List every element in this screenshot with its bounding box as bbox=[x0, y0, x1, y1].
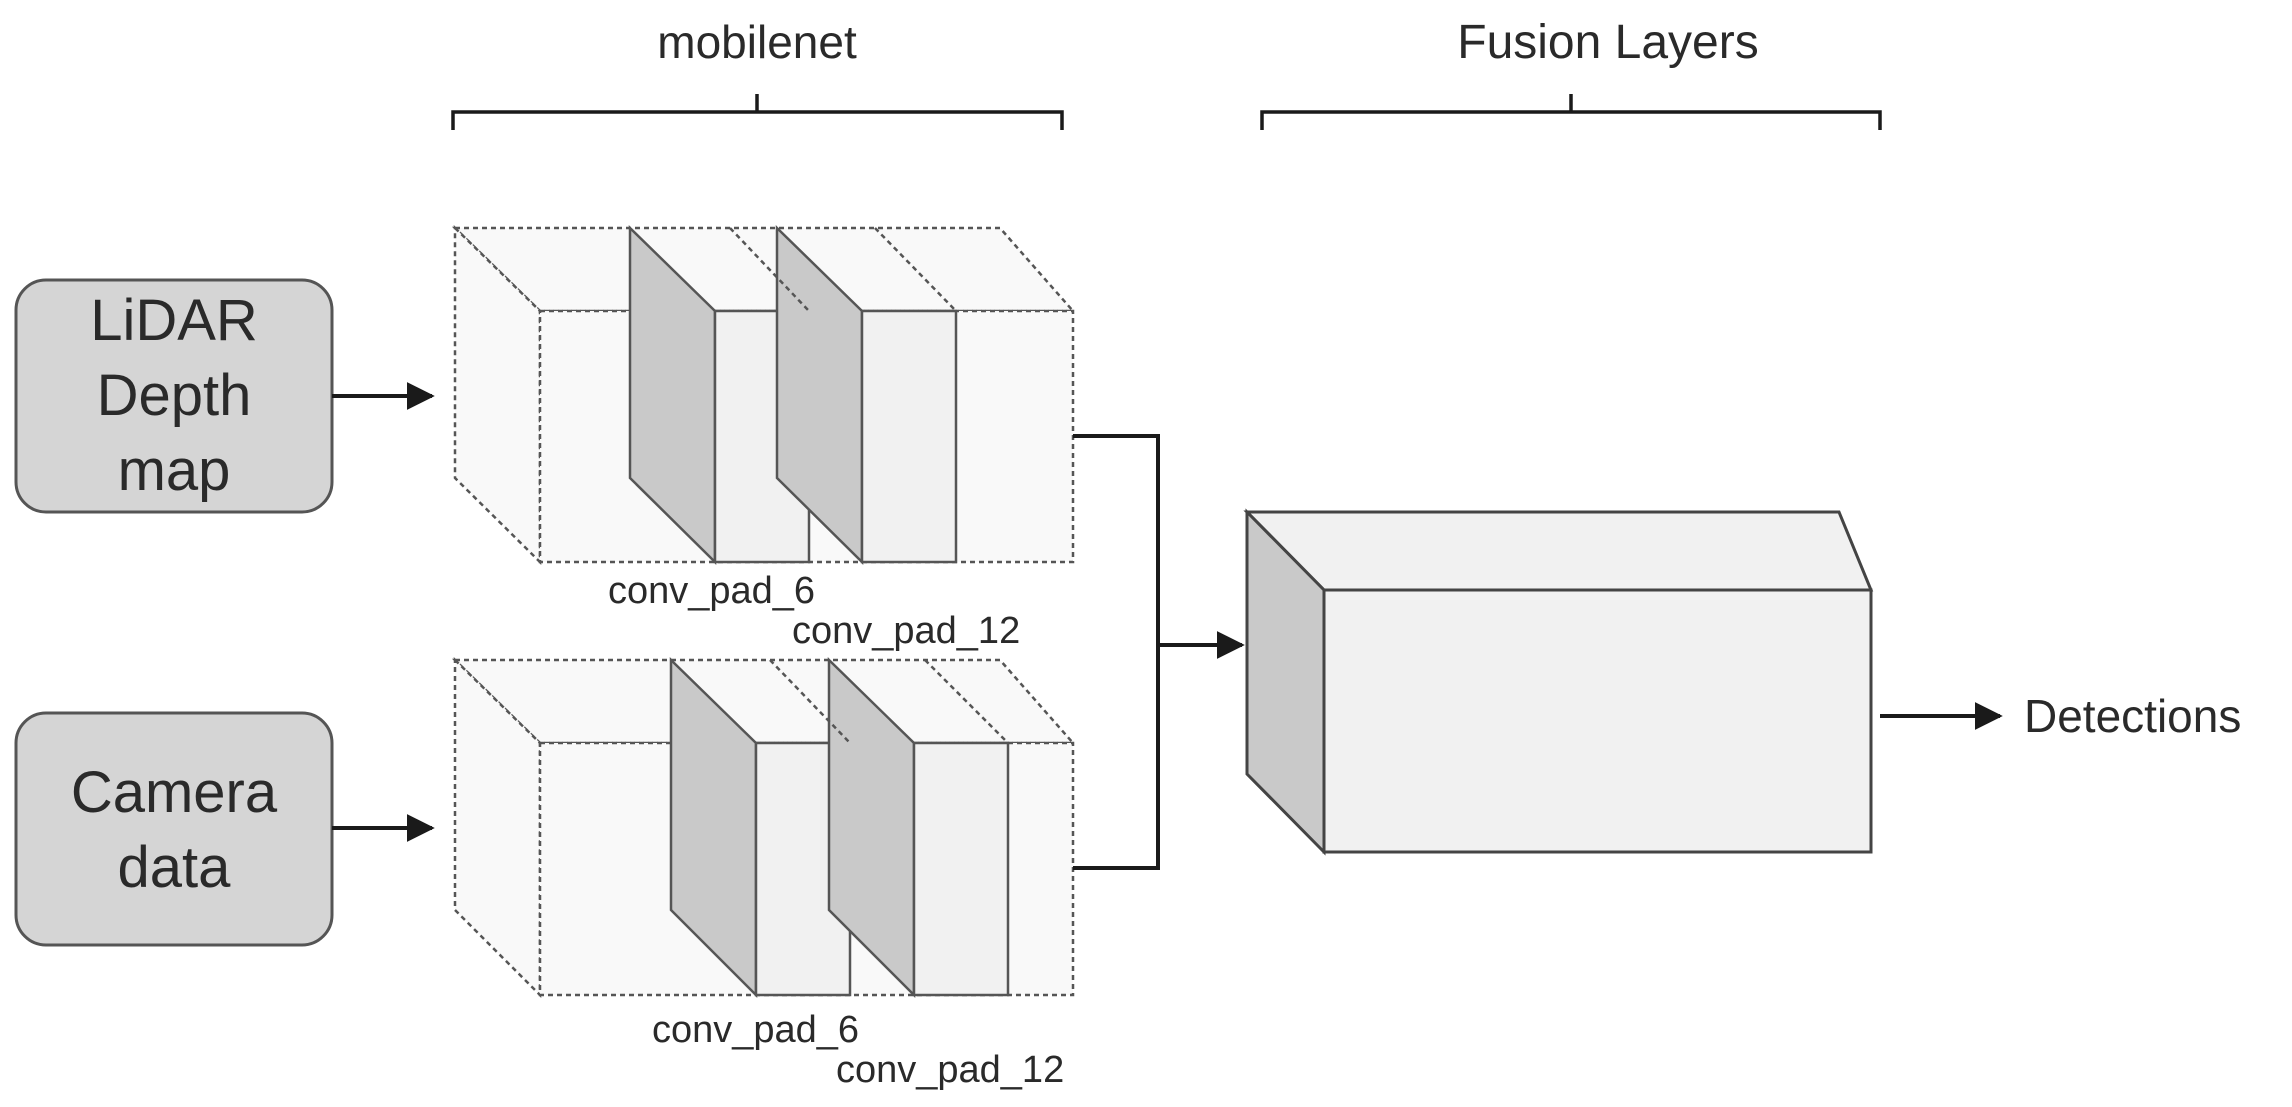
lidar-label-line-3: map bbox=[118, 438, 231, 503]
fusion-layers-block bbox=[1243, 508, 1874, 856]
mobilenet-label: mobilenet bbox=[657, 16, 857, 68]
mobilenet-branch-bottom bbox=[451, 657, 1076, 999]
camera-label-line-1: Camera bbox=[71, 760, 278, 825]
conv-pad-12-layer-top bbox=[775, 225, 958, 565]
lidar-label-line-2: Depth bbox=[97, 363, 252, 428]
camera-label-line-2: data bbox=[118, 835, 232, 900]
conv-pad-12-layer-bottom bbox=[827, 657, 1010, 999]
conv-pad-12-label-top: conv_pad_12 bbox=[792, 610, 1020, 652]
camera-data-input: Camera data bbox=[14, 711, 334, 947]
lidar-depth-map-input: LiDAR Depth map bbox=[14, 278, 334, 514]
lidar-label-line-1: LiDAR bbox=[90, 288, 258, 353]
conv-pad-12-label-bottom: conv_pad_12 bbox=[836, 1049, 1064, 1091]
fusion-layers-brace bbox=[1260, 94, 1882, 130]
mobilenet-brace bbox=[451, 94, 1064, 130]
conv-pad-6-label-top: conv_pad_6 bbox=[608, 570, 815, 612]
conv-pad-6-label-bottom: conv_pad_6 bbox=[652, 1009, 859, 1051]
mobilenet-branch-top bbox=[451, 225, 1076, 565]
fusion-layers-label: Fusion Layers bbox=[1457, 16, 1758, 69]
conv-pad-6-layer-top bbox=[628, 225, 811, 565]
detections-label: Detections bbox=[2024, 690, 2241, 742]
branch-merge-connector bbox=[1073, 434, 1160, 870]
